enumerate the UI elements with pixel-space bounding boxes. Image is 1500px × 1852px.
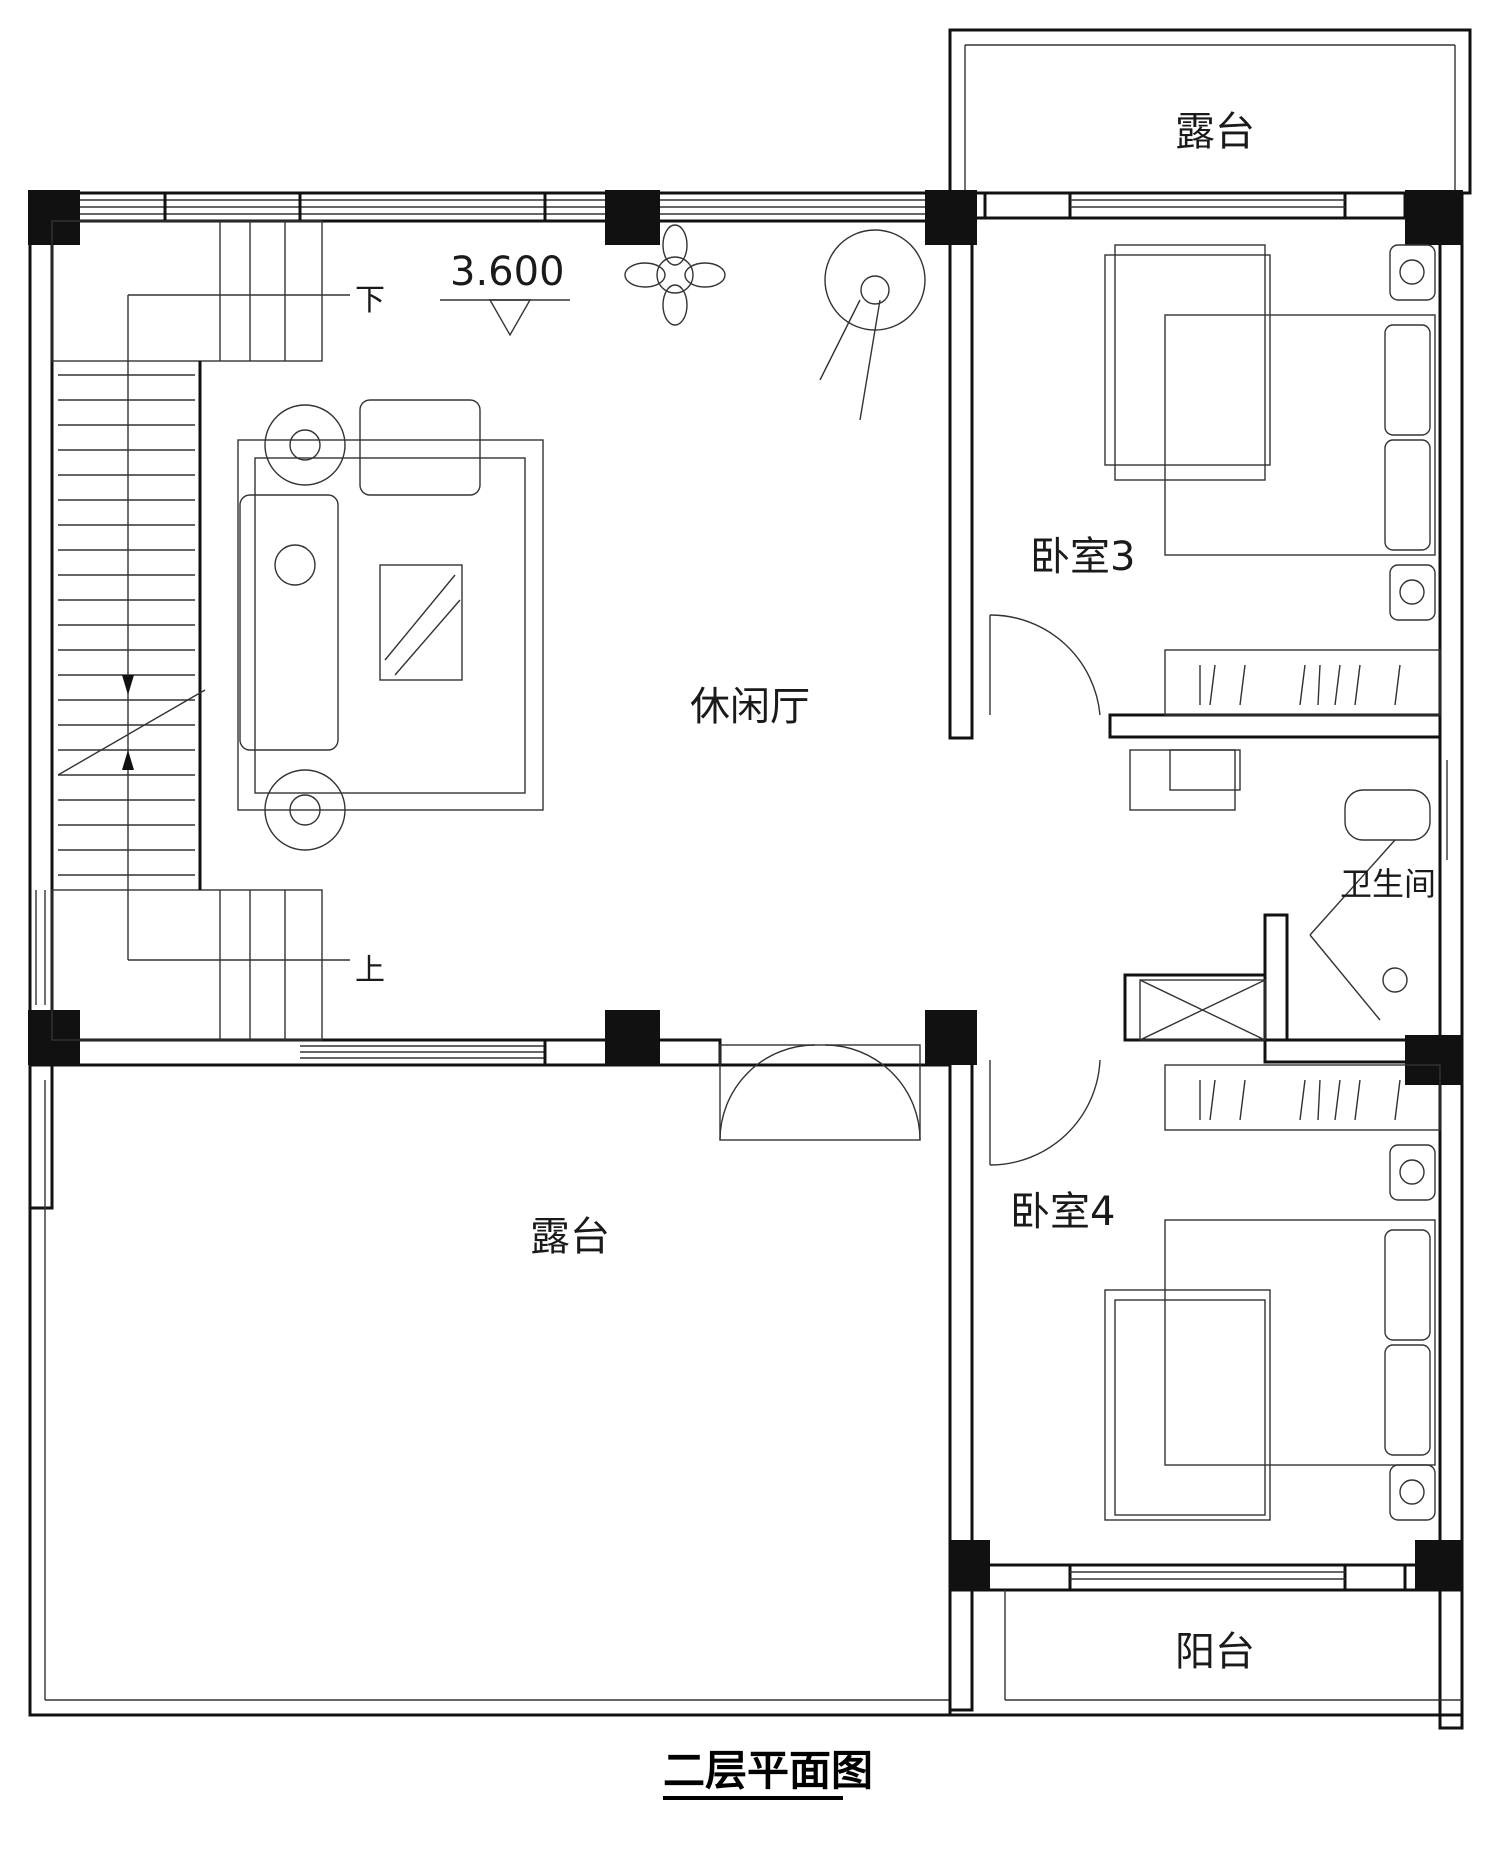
bedroom3-furniture — [989, 244, 1441, 716]
label-bedroom3: 卧室3 — [1030, 534, 1135, 580]
lounge-double-door — [719, 1044, 921, 1141]
stair-down-label: 下 — [355, 283, 385, 318]
bedroom4-furniture — [989, 1059, 1441, 1521]
label-bedroom4: 卧室4 — [1010, 1189, 1115, 1235]
room-labels: 露台 卧室3 休闲厅 卫生间 卧室4 露台 阳台 — [530, 109, 1436, 1675]
stair-up-label: 上 — [355, 953, 385, 988]
structural-columns — [28, 190, 1463, 1590]
drawing-title-text: 二层平面图 — [663, 1746, 873, 1795]
label-bathroom: 卫生间 — [1340, 865, 1436, 903]
label-balcony: 阳台 — [1175, 1629, 1255, 1675]
label-terrace-top: 露台 — [1175, 109, 1255, 155]
exterior-walls — [28, 28, 1472, 1730]
potted-plant — [624, 224, 726, 326]
drawing-title: 二层平面图 — [663, 1746, 873, 1800]
label-terrace-main: 露台 — [530, 1214, 610, 1260]
elevation-marker: 3.600 — [440, 249, 570, 337]
elevation-label: 3.600 — [450, 249, 565, 295]
armchair-with-person — [819, 229, 926, 421]
bathroom-fixtures — [1129, 749, 1431, 1041]
staircase: 下 上 — [51, 220, 385, 1041]
sofa-set — [237, 399, 544, 851]
label-lounge: 休闲厅 — [690, 684, 810, 730]
